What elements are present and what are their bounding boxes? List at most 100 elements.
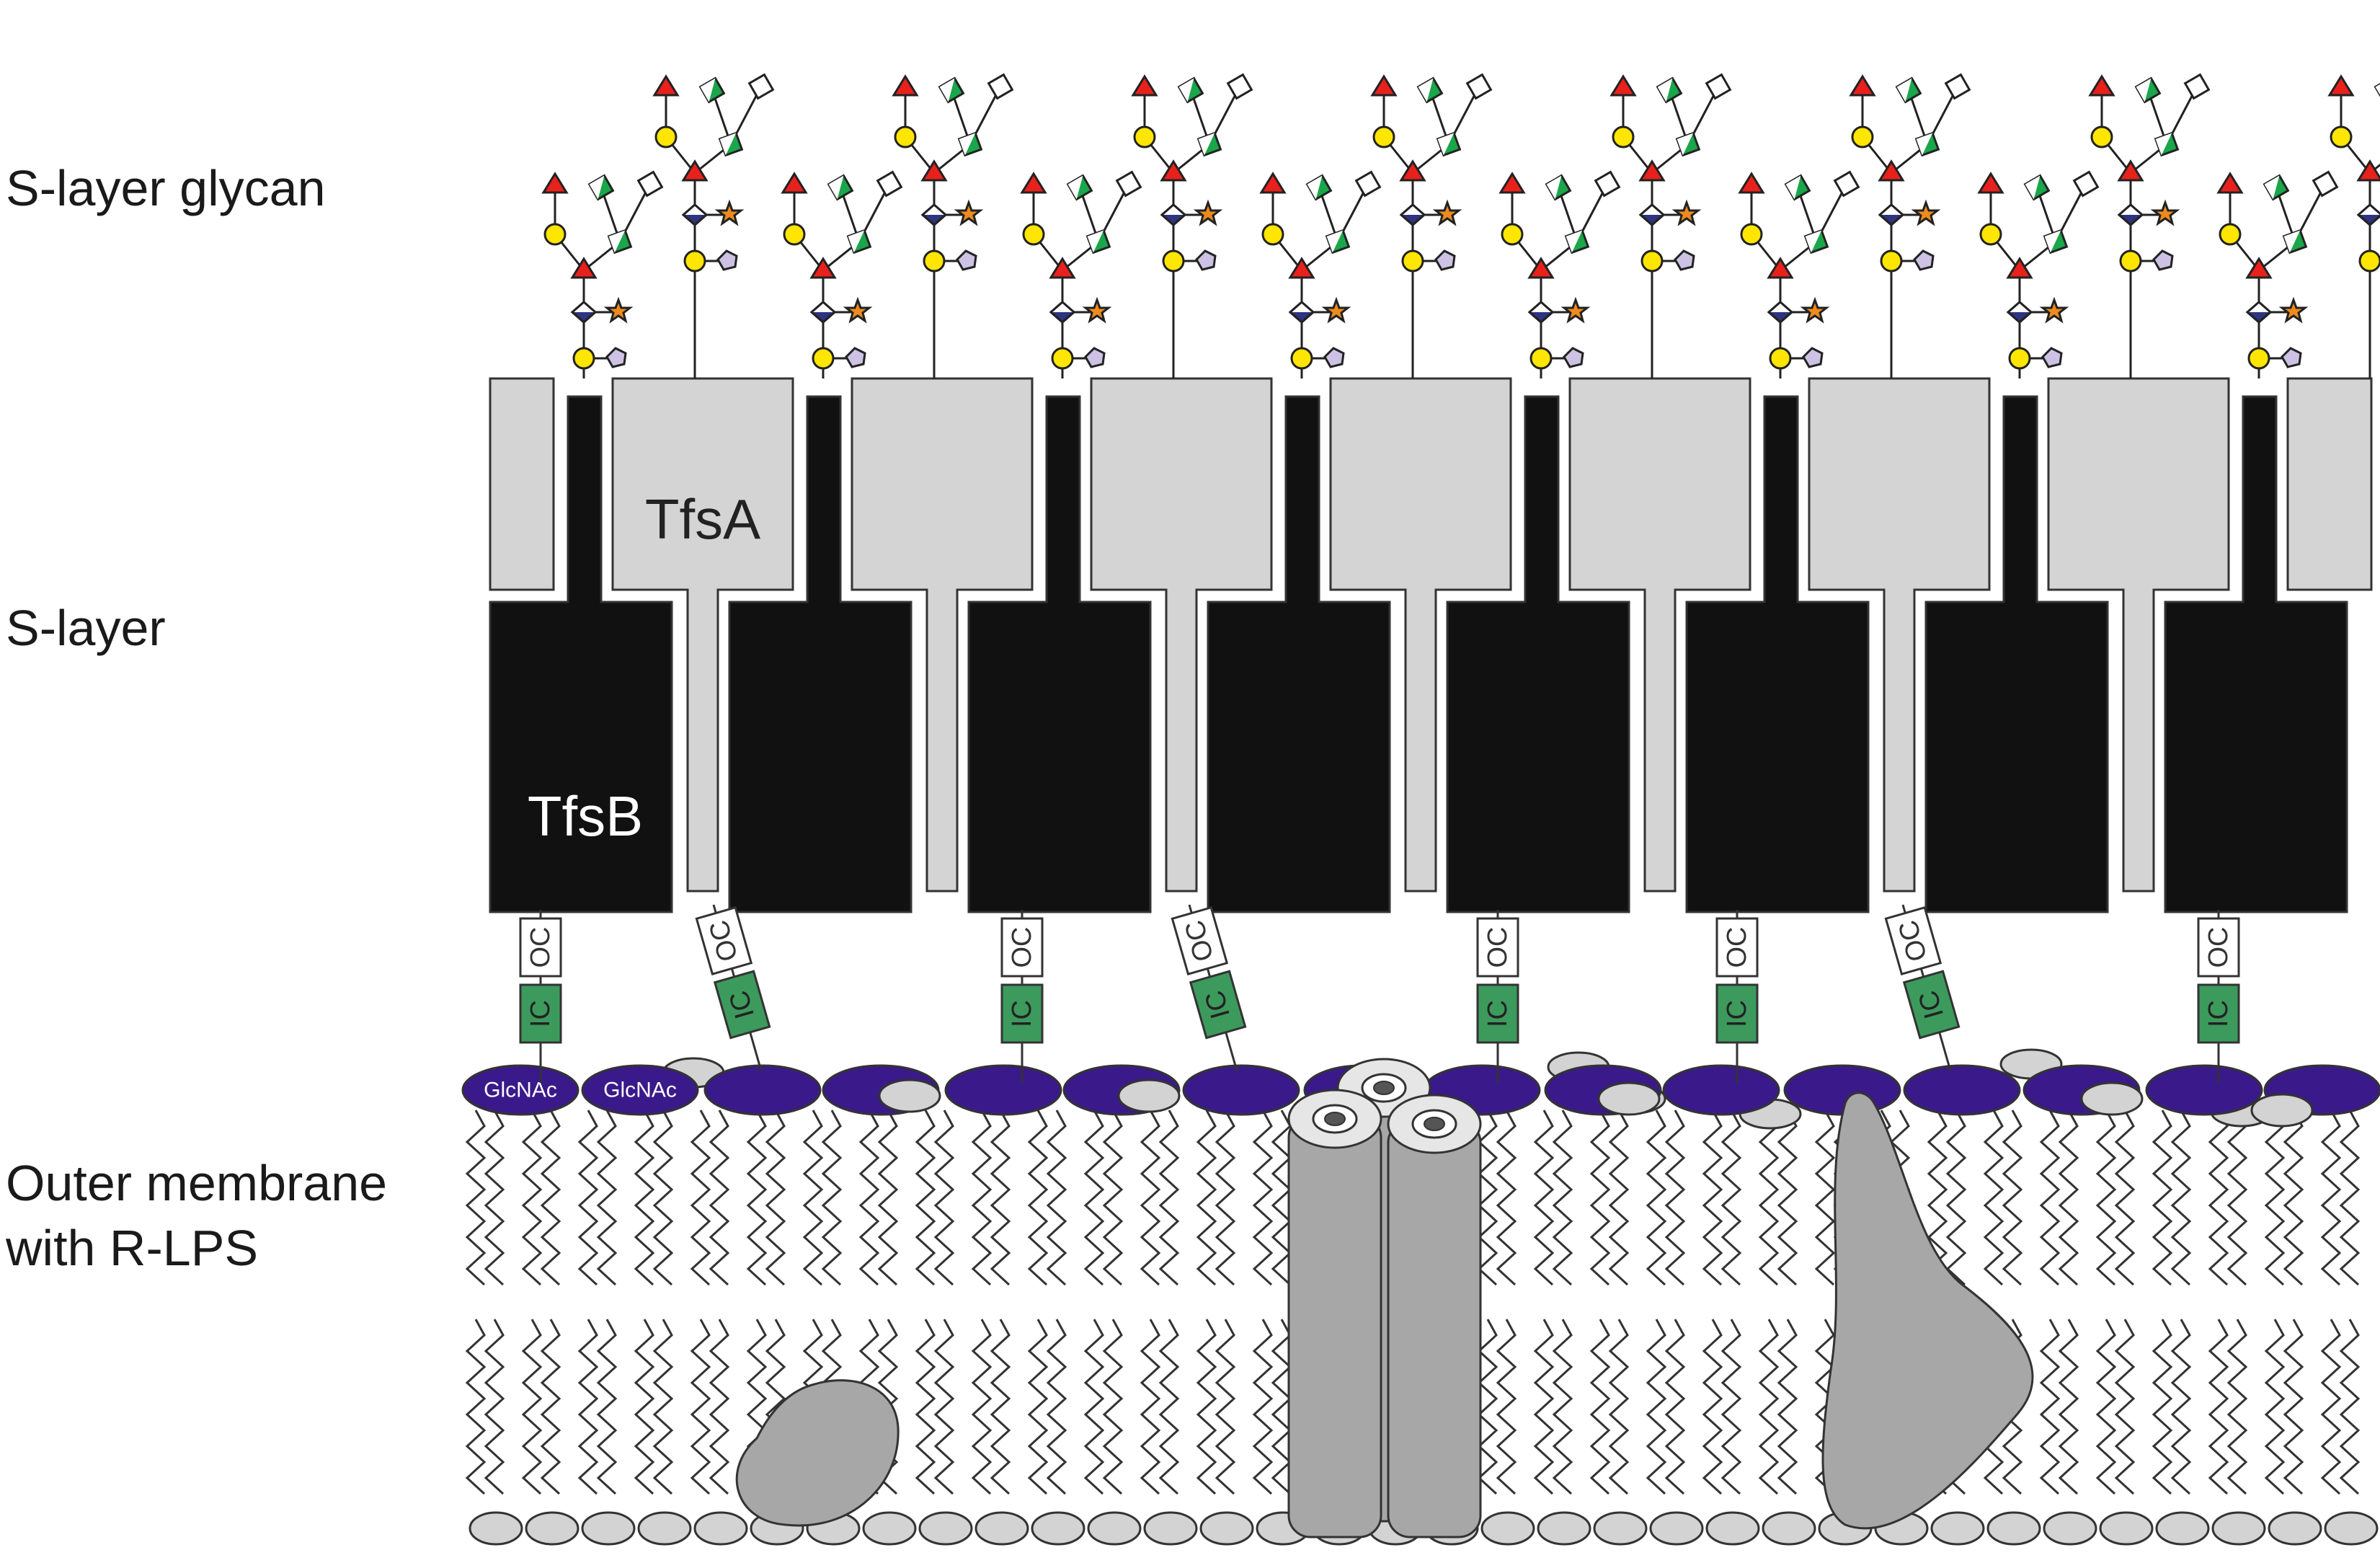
glycan-chain-tall xyxy=(892,74,1013,378)
oc-domain xyxy=(1476,917,1519,978)
tfsa-subunit xyxy=(611,377,794,893)
tfsb-label: TfsB xyxy=(528,784,643,848)
phospholipid-head xyxy=(2099,1511,2154,1546)
lipid-a-head xyxy=(703,1064,822,1116)
tfsa-subunit xyxy=(489,377,555,591)
tfsb-subunit xyxy=(2164,395,2348,913)
tfsb-subunit xyxy=(1207,395,1391,913)
oc-domain xyxy=(1171,906,1229,976)
ic-label: IC xyxy=(525,1000,556,1027)
glycan-branch xyxy=(1371,74,1492,182)
glycan-chain xyxy=(1978,171,2099,380)
phospholipid-head xyxy=(1762,1511,1816,1546)
phospholipid-head xyxy=(1143,1511,1198,1546)
glycan-branch xyxy=(2217,171,2338,279)
tfsb-subunit xyxy=(728,395,913,913)
glycan-branch xyxy=(2089,74,2210,182)
glycan-stem xyxy=(921,172,982,283)
outer-membrane-label-line2: with R-LPS xyxy=(6,1220,259,1276)
glcnac-label: GlcNAc xyxy=(484,1079,557,1102)
glycan-chain xyxy=(781,171,902,380)
glycan-chain-tall xyxy=(1371,74,1492,378)
phospholipid-head xyxy=(2211,1511,2266,1546)
tfsa-label: TfsA xyxy=(645,487,760,551)
glycan-stem xyxy=(1160,172,1221,283)
glycan-stem xyxy=(2007,269,2067,380)
glycan-chain-tall xyxy=(1850,74,1971,378)
trimeric-porin-right xyxy=(1387,1094,1482,1538)
lipid-a-head xyxy=(1903,1064,2021,1116)
oc-label: OC xyxy=(1483,927,1513,968)
phospholipid-head xyxy=(469,1511,523,1546)
ic-label: IC xyxy=(2203,1000,2234,1027)
phospholipid-head xyxy=(581,1511,636,1546)
phospholipid-head xyxy=(2268,1511,2322,1546)
glycan-stem xyxy=(2246,269,2306,380)
glycan-branch xyxy=(1260,171,1381,279)
glycan-branch xyxy=(1610,74,1731,182)
phospholipid-head xyxy=(1593,1511,1648,1546)
phospholipid-head xyxy=(974,1511,1029,1546)
glycan-branch xyxy=(542,171,663,279)
glycan-stem xyxy=(1400,172,1460,283)
oc-domain xyxy=(519,917,562,978)
tfsa-subunit xyxy=(1090,377,1273,893)
oc-ic-linker: OC IC xyxy=(1476,910,1519,1083)
membrane-proteins xyxy=(735,1058,2034,1538)
lipid-a-head xyxy=(461,1064,580,1116)
ic-domain xyxy=(519,983,562,1044)
ic-label: IC xyxy=(1007,1000,1037,1027)
lps-core-sugar xyxy=(2250,1093,2314,1128)
porin-channel xyxy=(1324,1112,1346,1126)
trimeric-porin-left xyxy=(1287,1089,1382,1538)
glycan-chain xyxy=(542,171,663,380)
ic-domain xyxy=(1476,983,1519,1044)
tfsb-subunit xyxy=(1446,395,1630,913)
phospholipid-head xyxy=(1480,1511,1535,1546)
phospholipid-head xyxy=(1986,1511,2041,1546)
glycan-stem xyxy=(1289,269,1349,380)
glycan-branch xyxy=(1850,74,1971,182)
lipid-a-head xyxy=(944,1064,1062,1116)
glycan-stem xyxy=(1528,269,1589,380)
oc-domain xyxy=(695,906,753,976)
porin-channel xyxy=(1373,1081,1395,1095)
glycan-stem xyxy=(2118,172,2178,283)
membrane-protein-globular xyxy=(735,1379,900,1527)
s-layer-glycan-label: S-layer glycan xyxy=(6,160,326,216)
glycan-branch xyxy=(1739,171,1860,279)
glycan-branch xyxy=(781,171,902,279)
glycan-chain-tall xyxy=(653,74,774,378)
s-layer-lattice: TfsA TfsB xyxy=(489,377,2373,913)
glycan-stem xyxy=(682,172,742,283)
phospholipid-head xyxy=(1199,1511,1254,1546)
oc-ic-linker: OC IC xyxy=(1000,910,1044,1083)
porin-channel xyxy=(1424,1117,1445,1131)
glycan-stem xyxy=(1878,172,1939,283)
lps-core-sugar xyxy=(1117,1079,1181,1113)
phospholipid-head xyxy=(1031,1511,1085,1546)
oc-domain xyxy=(1000,917,1044,978)
oc-label: OC xyxy=(1007,927,1037,968)
membrane-protein-large xyxy=(1821,1092,2034,1530)
tfsb-subunit xyxy=(1924,395,2109,913)
glycan-stem xyxy=(810,269,871,380)
glycan-branch xyxy=(1978,171,2099,279)
porin-body xyxy=(1287,1115,1382,1538)
oc-domain xyxy=(2197,917,2240,978)
glycan-branch xyxy=(1499,171,1620,279)
lps-core-sugar xyxy=(1597,1081,1661,1116)
tfsa-subunit xyxy=(1329,377,1512,893)
glycan-chain xyxy=(1499,171,1620,380)
phospholipid-head xyxy=(637,1511,692,1546)
phospholipid-head xyxy=(2155,1511,2210,1546)
glycan-chain-tall xyxy=(1610,74,1731,378)
oc-label: OC xyxy=(525,927,556,968)
ic-label: IC xyxy=(1483,1000,1513,1027)
porin-body xyxy=(1387,1120,1482,1538)
